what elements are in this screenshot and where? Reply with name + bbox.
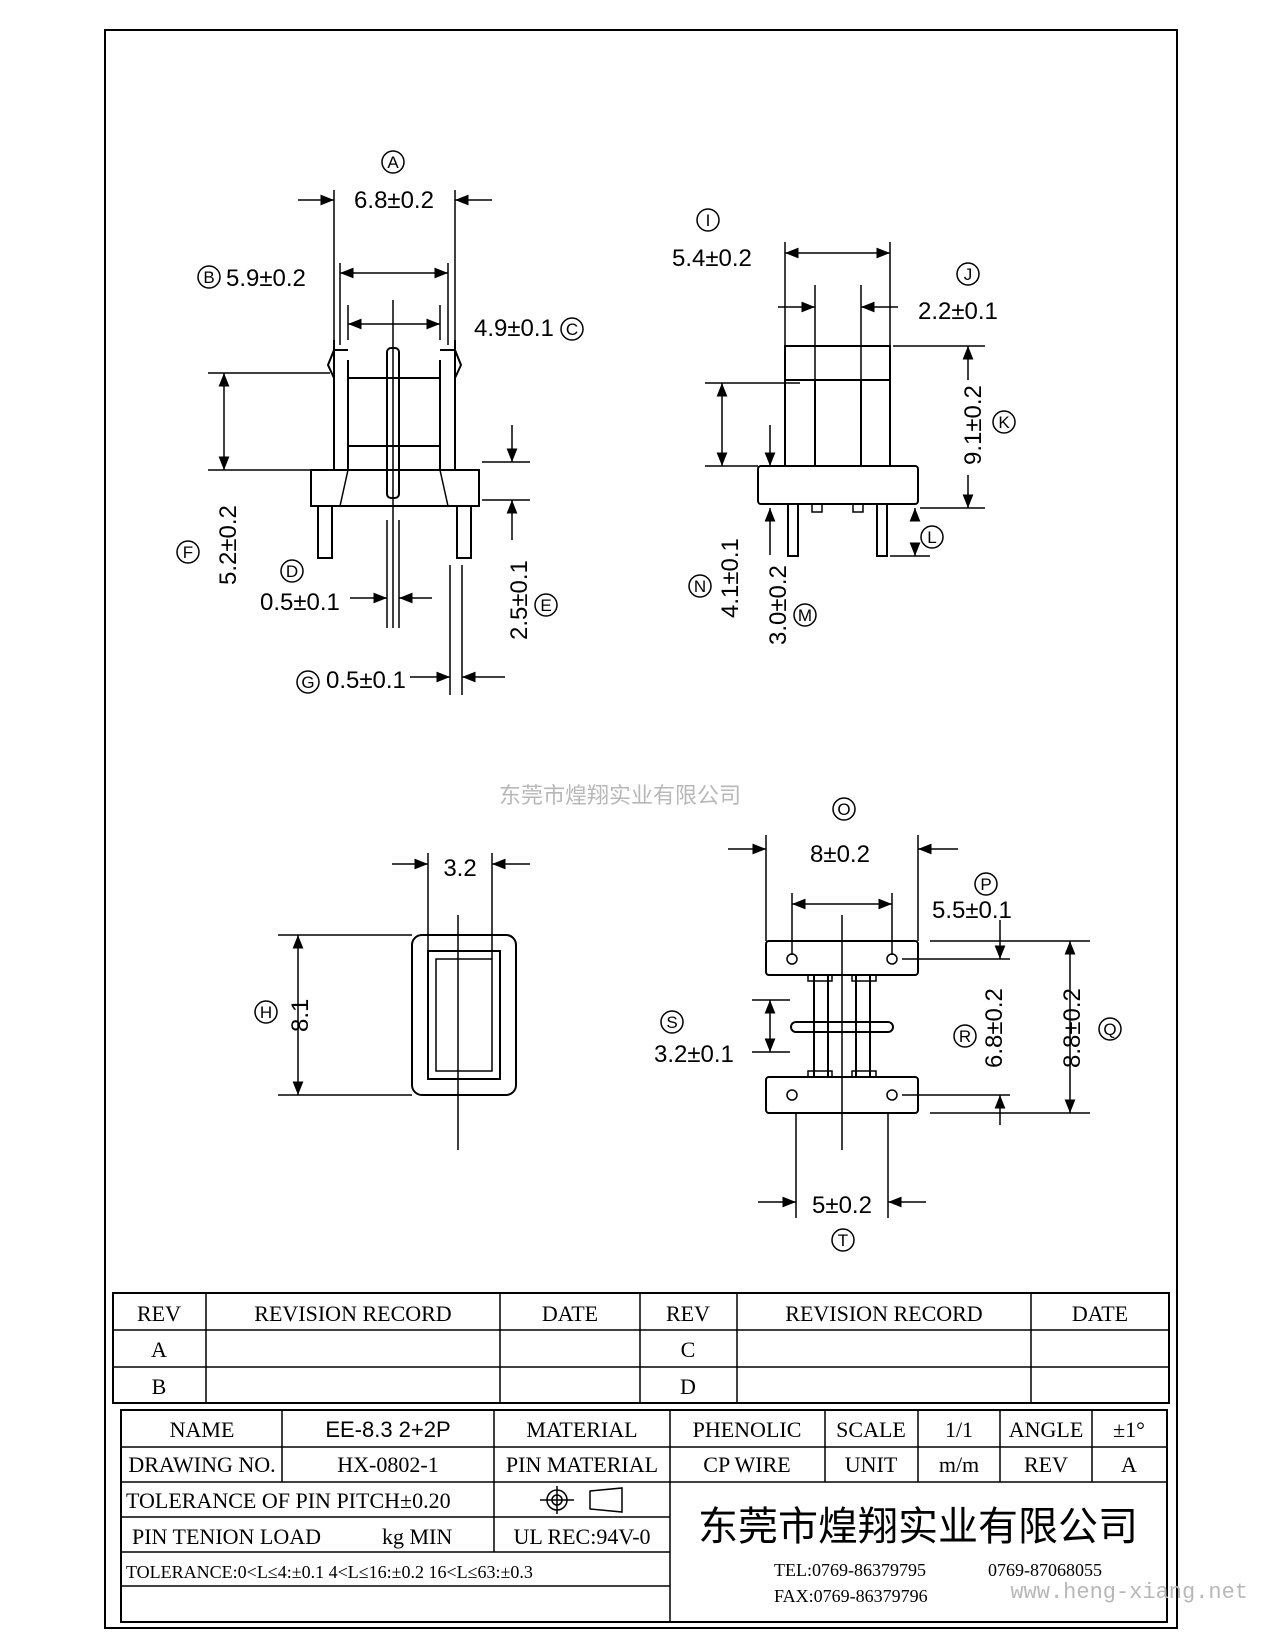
svg-text:B: B — [203, 268, 214, 287]
material-label: MATERIAL — [526, 1417, 637, 1442]
side-view: I 5.4±0.2 J 2.2±0.1 9.1±0.2 K L N 4.1±0.… — [672, 208, 1016, 645]
svg-text:S: S — [666, 1013, 677, 1032]
company-name: 东莞市煌翔实业有限公司 — [698, 1504, 1138, 1550]
svg-text:L: L — [927, 528, 936, 547]
date-header: DATE — [1072, 1301, 1128, 1326]
projection-symbol-icon — [540, 1486, 623, 1514]
svg-text:N: N — [694, 577, 706, 596]
svg-text:6.8±0.2: 6.8±0.2 — [981, 988, 1008, 1068]
rev-header: REV — [137, 1301, 181, 1326]
bottom-view: O 8±0.2 P 5.5±0.1 8.8±0.2 Q R 6.8±0.2 S … — [654, 797, 1122, 1252]
rev-cell: A — [151, 1337, 167, 1362]
svg-text:3.0±0.2: 3.0±0.2 — [765, 565, 792, 645]
tolerance-general: TOLERANCE:0<L≤4:±0.1 4<L≤16:±0.2 16<L≤63… — [126, 1562, 533, 1582]
svg-text:T: T — [838, 1231, 848, 1250]
svg-text:6.8±0.2: 6.8±0.2 — [354, 187, 434, 214]
tel-1: TEL:0769-86379795 — [774, 1560, 926, 1580]
svg-text:G: G — [301, 673, 314, 692]
angle-value: ±1° — [1113, 1417, 1145, 1442]
svg-text:2.5±0.1: 2.5±0.1 — [506, 560, 533, 640]
angle-label: ANGLE — [1009, 1417, 1084, 1442]
rev-label: REV — [1024, 1452, 1068, 1477]
svg-text:2.2±0.1: 2.2±0.1 — [918, 298, 998, 325]
watermark-site: www.heng-xiang.net — [1010, 1580, 1248, 1605]
rev-header: REV — [666, 1301, 710, 1326]
svg-text:8.1: 8.1 — [287, 999, 314, 1032]
svg-text:O: O — [837, 800, 850, 819]
title-block: NAME EE-8.3 2+2P MATERIAL PHENOLIC SCALE… — [120, 1409, 1168, 1623]
unit-value: m/m — [939, 1452, 979, 1477]
svg-text:3.2: 3.2 — [443, 855, 476, 882]
name-label: NAME — [170, 1417, 235, 1442]
drawing-no-label: DRAWING NO. — [128, 1452, 275, 1477]
revision-table: REV REVISION RECORD DATE REV REVISION RE… — [112, 1292, 1170, 1404]
svg-text:Q: Q — [1103, 1020, 1116, 1039]
rev-value: A — [1121, 1452, 1137, 1477]
svg-text:P: P — [980, 875, 991, 894]
top-view: 3.2 H 8.1 — [254, 853, 530, 1150]
drawing-no-value: HX-0802-1 — [337, 1452, 438, 1477]
scale-value: 1/1 — [945, 1417, 973, 1442]
fax: FAX:0769-86379796 — [774, 1586, 928, 1606]
svg-text:3.2±0.1: 3.2±0.1 — [654, 1041, 734, 1068]
svg-text:0.5±0.1: 0.5±0.1 — [260, 589, 340, 616]
material-value: PHENOLIC — [693, 1417, 802, 1442]
svg-text:R: R — [959, 1027, 971, 1046]
svg-text:D: D — [286, 562, 298, 581]
svg-text:8.8±0.2: 8.8±0.2 — [1059, 988, 1086, 1068]
svg-text:A: A — [387, 153, 399, 172]
svg-text:8±0.2: 8±0.2 — [810, 841, 870, 868]
svg-text:C: C — [566, 320, 578, 339]
tel-2: 0769-87068055 — [988, 1560, 1102, 1580]
svg-text:5.2±0.2: 5.2±0.2 — [215, 505, 242, 585]
watermark-center: 东莞市煌翔实业有限公司 — [499, 783, 741, 808]
svg-text:9.1±0.2: 9.1±0.2 — [960, 385, 987, 465]
date-header: DATE — [542, 1301, 598, 1326]
scale-label: SCALE — [836, 1417, 906, 1442]
ul-rec: UL REC:94V-0 — [513, 1524, 650, 1549]
unit-label: UNIT — [845, 1452, 898, 1477]
svg-text:K: K — [998, 413, 1010, 432]
svg-text:F: F — [183, 543, 193, 562]
svg-text:4.1±0.1: 4.1±0.1 — [717, 538, 744, 618]
revision-record-header: REVISION RECORD — [785, 1301, 982, 1326]
svg-text:E: E — [540, 596, 551, 615]
rev-cell: C — [681, 1337, 696, 1362]
revision-record-header: REVISION RECORD — [254, 1301, 451, 1326]
pin-tension-unit: kg MIN — [382, 1524, 452, 1549]
svg-text:5.5±0.1: 5.5±0.1 — [932, 897, 1012, 924]
front-view: A 6.8±0.2 B 5.9±0.2 4.9±0.1 C F 5.2±0.2 … — [176, 150, 584, 695]
svg-text:H: H — [260, 1003, 272, 1022]
rev-cell: D — [680, 1374, 696, 1399]
pin-material-label: PIN MATERIAL — [506, 1452, 658, 1477]
svg-text:I: I — [706, 211, 711, 230]
pin-tension-label: PIN TENION LOAD — [132, 1524, 321, 1549]
svg-text:0.5±0.1: 0.5±0.1 — [326, 667, 406, 694]
svg-text:4.9±0.1: 4.9±0.1 — [474, 315, 554, 342]
svg-text:5.4±0.2: 5.4±0.2 — [672, 245, 752, 272]
svg-text:5±0.2: 5±0.2 — [812, 1192, 872, 1219]
pin-material-value: CP WIRE — [703, 1452, 790, 1477]
svg-text:M: M — [798, 606, 812, 625]
svg-text:J: J — [964, 265, 973, 284]
rev-cell: B — [152, 1374, 167, 1399]
part-name: EE-8.3 2+2P — [325, 1417, 450, 1442]
sheet-border — [104, 29, 1178, 1629]
tolerance-pin-pitch: TOLERANCE OF PIN PITCH±0.20 — [126, 1488, 451, 1513]
svg-text:5.9±0.2: 5.9±0.2 — [226, 265, 306, 292]
